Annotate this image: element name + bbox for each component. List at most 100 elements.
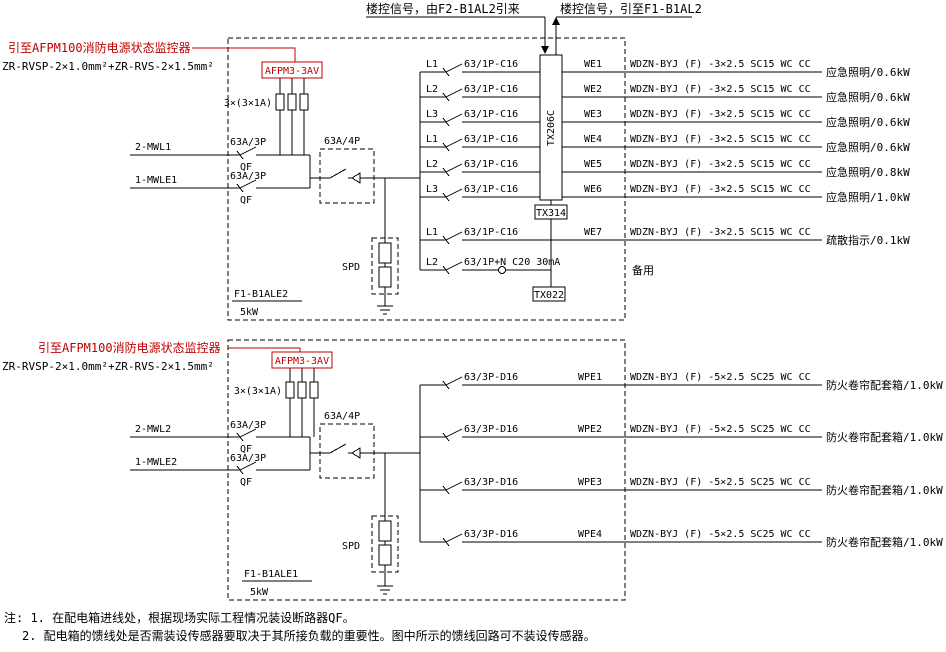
cable-spec-label: WDZN-BYJ (F) -3×2.5 SC15 WC CC [630, 184, 811, 195]
circuit-row-we3: L3 63/1P-C16 WE3 WDZN-BYJ (F) -3×2.5 SC1… [420, 109, 910, 129]
spd-label-top: SPD [342, 262, 360, 273]
monitor-link-wire [192, 47, 296, 62]
panel-name-bottom: F1-B1ALE1 [244, 569, 298, 580]
signal-in-label: 楼控信号，由F2-B1AL2引来 [366, 1, 520, 16]
rcd-symbol [498, 266, 506, 274]
breaker-rating-label: 63/3P-D16 [464, 424, 518, 435]
wire-id-label: WE7 [584, 227, 602, 238]
cable-spec-label: WDZN-BYJ (F) -5×2.5 SC25 WC CC [630, 529, 811, 540]
panel-name-top: F1-B1ALE2 [234, 289, 288, 300]
breaker-rating-label: 63/1P-C16 [464, 109, 518, 120]
phase-label: L3 [426, 109, 438, 120]
afpm-module-box-top [261, 61, 323, 79]
wire-id-label: WE5 [584, 159, 602, 170]
cable-spec-label: WDZN-BYJ (F) -3×2.5 SC15 WC CC [630, 84, 811, 95]
feeder-label: 2-MWL1 [135, 142, 171, 153]
phase-label: L2 [426, 159, 438, 170]
panel-bottom-wiring [130, 347, 421, 595]
cable-spec-label: WDZN-BYJ (F) -3×2.5 SC15 WC CC [630, 134, 811, 145]
cable-spec-label: WDZN-BYJ (F) -3×2.5 SC15 WC CC [630, 109, 811, 120]
feeder-breaker-label: 63A/3P [230, 453, 266, 464]
feeder-breaker-label: 63A/3P [230, 420, 266, 431]
ct-label-top: 3×(3×1A) [224, 98, 272, 109]
circuit-row-we1: L1 63/1P-C16 WE1 WDZN-BYJ (F) -3×2.5 SC1… [420, 59, 910, 79]
wire-id-label: WPE4 [578, 529, 602, 540]
phase-label: L2 [426, 257, 438, 268]
wire-id-label: WE3 [584, 109, 602, 120]
afpm-module-label: AFPM3-3AV [265, 66, 319, 77]
load-label: 应急照明/1.0kW [826, 190, 910, 204]
afpm-module-box-bottom [271, 351, 333, 369]
load-label: 防火卷帘配套箱/1.0kW [826, 430, 943, 444]
arrow-up-icon [552, 17, 560, 25]
feeder-label: 2-MWL2 [135, 424, 171, 435]
ground-symbol [377, 178, 393, 315]
ct-label-bottom: 3×(3×1A) [234, 386, 282, 397]
afpm-module-label: AFPM3-3AV [275, 356, 329, 367]
breaker-rating-label: 63/3P-D16 [464, 372, 518, 383]
circuit-row-we2: L2 63/1P-C16 WE2 WDZN-BYJ (F) -3×2.5 SC1… [420, 84, 910, 104]
load-label: 应急照明/0.6kW [826, 115, 910, 129]
ground-symbol [377, 453, 393, 595]
load-label: 应急照明/0.6kW [826, 140, 910, 154]
monitor-link-wire [228, 347, 301, 352]
breaker-rating-label: 63/1P-C16 [464, 59, 518, 70]
breaker-rating-label: 63/1P-C16 [464, 84, 518, 95]
tx022-module-label: TX022 [534, 290, 564, 301]
current-sensor [309, 381, 319, 399]
circuit-row-spare: L2 63/1P+N C20 30mA 备用 [420, 257, 654, 277]
cable-spec-label: WDZN-BYJ (F) -3×2.5 SC15 WC CC [630, 59, 811, 70]
cable-spec-label: WDZN-BYJ (F) -3×2.5 SC15 WC CC [630, 159, 811, 170]
tx314-module-label: TX314 [536, 208, 566, 219]
tx206c-module-box [539, 54, 563, 201]
circuit-row-we5: L2 63/1P-C16 WE5 WDZN-BYJ (F) -3×2.5 SC1… [420, 159, 910, 179]
circuit-row-we7: L1 63/1P-C16 WE7 WDZN-BYJ (F) -3×2.5 SC1… [420, 227, 910, 247]
wire-id-label: WPE3 [578, 477, 602, 488]
circuit-row-wpe3: 63/3P-D16 WPE3 WDZN-BYJ (F) -5×2.5 SC25 … [420, 477, 943, 497]
current-sensor [297, 381, 307, 399]
phase-label: L2 [426, 84, 438, 95]
signal-out-label: 楼控信号，引至F1-B1AL2 [560, 1, 702, 16]
arrow-down-icon [541, 46, 549, 54]
wire-id-label: WE1 [584, 59, 602, 70]
monitor-link-label-top: 引至AFPM100消防电源状态监控器 [8, 40, 191, 55]
main-breaker-label-bottom: 63A/4P [324, 411, 360, 422]
monitor-cable-label-bottom: ZR-RVSP-2×1.0mm²+ZR-RVS-2×1.5mm² [2, 360, 214, 373]
feeder-breaker-label: 63A/3P [230, 171, 266, 182]
load-label: 防火卷帘配套箱/1.0kW [826, 483, 943, 497]
note-line-1: 注: 1. 在配电箱进线处，根据现场实际工程情况装设断路器QF。 [4, 610, 355, 625]
spd-label-bottom: SPD [342, 541, 360, 552]
circuit-row-wpe4: 63/3P-D16 WPE4 WDZN-BYJ (F) -5×2.5 SC25 … [420, 529, 943, 549]
breaker-rating-label: 63/1P-C16 [464, 227, 518, 238]
feeder-device-label: QF [240, 444, 252, 455]
spd-element [378, 266, 392, 288]
cable-spec-label: WDZN-BYJ (F) -5×2.5 SC25 WC CC [630, 424, 811, 435]
spd-element [378, 242, 392, 264]
panel-top-wiring [130, 47, 552, 315]
wire-id-label: WE4 [584, 134, 602, 145]
load-label: 防火卷帘配套箱/1.0kW [826, 378, 943, 392]
wire-id-label: WE2 [584, 84, 602, 95]
tx022-module-box [532, 286, 566, 302]
current-sensor [275, 93, 285, 111]
phase-label: L1 [426, 134, 438, 145]
main-breaker-box-bottom [319, 423, 375, 479]
current-sensor [287, 93, 297, 111]
feeder-label: 1-MWLE1 [135, 175, 177, 186]
panel-power-bottom: 5kW [250, 587, 269, 598]
spd-element [378, 544, 392, 566]
tx314-module-box [534, 204, 568, 220]
circuit-row-we4: L1 63/1P-C16 WE4 WDZN-BYJ (F) -3×2.5 SC1… [420, 134, 910, 154]
tx206c-module-label: TX206C [546, 110, 557, 146]
cable-spec-label: WDZN-BYJ (F) -5×2.5 SC25 WC CC [630, 477, 811, 488]
spd-element [378, 520, 392, 542]
panel-top-border [227, 37, 626, 321]
breaker-rating-label: 63/3P-D16 [464, 529, 518, 540]
wire-id-label: WE6 [584, 184, 602, 195]
circuit-row-wpe1: 63/3P-D16 WPE1 WDZN-BYJ (F) -5×2.5 SC25 … [420, 372, 943, 392]
wire-id-label: WPE1 [578, 372, 602, 383]
note-line-2: 2. 配电箱的馈线处是否需装设传感器要取决于其所接负载的重要性。图中所示的馈线回… [22, 628, 596, 643]
feeder-device-label: QF [240, 162, 252, 173]
